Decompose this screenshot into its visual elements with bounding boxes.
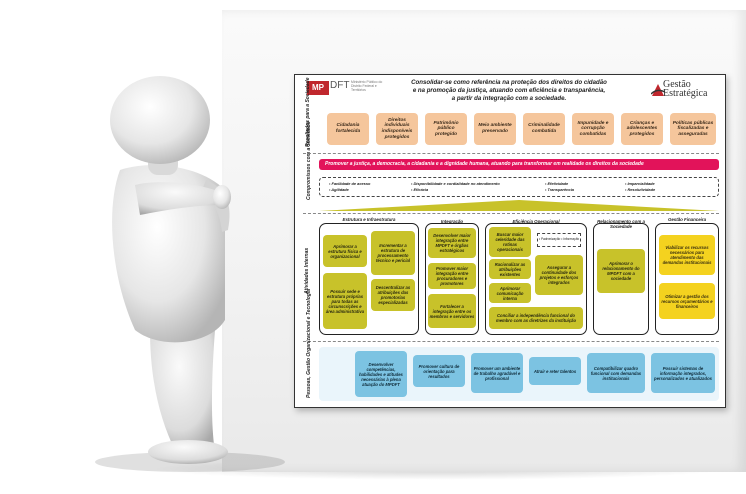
vision-statement: Consolidar-se como referência na proteçã… (393, 79, 625, 104)
objective-box: Aprimorar a estrutura física e organizac… (323, 235, 367, 267)
people-objective-box: Possuir sistemas de informação integrado… (651, 353, 715, 393)
people-objective-box: Compatibilizar quadro funcional com dema… (587, 353, 645, 393)
mpdft-logo-text: DFT (330, 80, 350, 91)
mpdft-logo-mark: MP (307, 81, 329, 95)
objective-box: Incrementar a estrutura de processamento… (371, 231, 415, 275)
figure-illustration (95, 76, 285, 472)
section-divider (303, 341, 719, 342)
mpdft-logo-subtitle: Ministério Público do Distrito Federal e… (351, 80, 383, 93)
group-title: Eficiência Operacional (512, 219, 560, 224)
group-title: Relacionamento com a Sociedade (597, 219, 645, 229)
group-title: Integração (440, 219, 464, 224)
group-title: Gestão Financeira (667, 217, 707, 222)
result-box: Patrimônio público protegido (425, 113, 467, 145)
result-box: Cidadania fortalecida (327, 113, 369, 145)
mission-bar: Promover a justiça, a democracia, a cida… (319, 159, 719, 170)
commitment: • Agilidade (329, 187, 349, 192)
group-title: Estrutura e Infraestrutura (342, 217, 396, 222)
result-box: Políticas públicas fiscalizadas e assegu… (670, 113, 716, 145)
result-box: Meio ambiente preservado (474, 113, 516, 145)
result-box: Direitos individuais indisponíveis prote… (376, 113, 418, 145)
commitment: • Imparcialidade (625, 181, 655, 186)
objective-box: Conciliar a independência funcional do m… (489, 307, 583, 329)
commitment: • Eficácia (411, 187, 429, 192)
commitment: • Resolutividade (625, 187, 656, 192)
objective-box: Buscar maior celeridade das rotinas oper… (489, 227, 531, 257)
logo-ge-line1: Gestão (663, 79, 691, 90)
foundation-triangle (319, 200, 719, 211)
vision-line: a partir da integração com a sociedade. (451, 95, 567, 103)
people-objective-box: Desenvolver competências, habilidades e … (355, 351, 407, 397)
objective-box: Desenvolver maior integração entre MPDFT… (428, 228, 476, 258)
efficiency-note: • Padronização • Informação (537, 233, 581, 247)
strategic-map-poster: MP DFT Ministério Público do Distrito Fe… (294, 74, 726, 408)
objective-box: Fortalecer a integração entre os membros… (428, 294, 476, 328)
result-box: Crianças e adolescentes protegidos (621, 113, 663, 145)
objective-box: Descentralizar as atribuições das promot… (371, 279, 415, 311)
result-box: Impunidade e corrupção combatidas (572, 113, 614, 145)
commitment: • Transparência (545, 187, 574, 192)
commitment: • Facilidade de acesso (329, 181, 371, 186)
objective-box: Assegurar a continuidade dos projetos e … (535, 255, 583, 295)
section-label-compromisso: Compromissos com a Sociedade (306, 121, 312, 200)
people-objective-box: Atrair e reter talentos (529, 357, 581, 385)
result-box: Criminalidade combatida (523, 113, 565, 145)
commitments-box (319, 177, 719, 197)
section-divider (303, 153, 719, 154)
vision-line: Consolidar-se como referência na proteçã… (411, 79, 607, 86)
swoosh-icon (651, 84, 665, 96)
gestao-estrategica-logo: Gestão Estratégica (651, 79, 717, 101)
people-objective-box: Promover um ambiente de trabalho agradáv… (471, 353, 523, 393)
objective-box: Otimizar a gestão dos recursos orçamentá… (659, 283, 715, 319)
objective-box: Aprimorar comunicação interna (489, 283, 531, 303)
objective-box: Aprimorar o relacionamento do MPDFT com … (597, 249, 645, 293)
commitment: • Disponibilidade e cordialidade no aten… (411, 181, 500, 186)
section-divider (303, 213, 719, 214)
logo-ge-line2: Estratégica (663, 88, 708, 99)
section-label-pessoas: Pessoas, Gestão Organizacional e Tecnolo… (306, 288, 312, 398)
objective-box: Promover maior integração entre procurad… (428, 263, 476, 289)
section-label-atividades: Atividades Internas (304, 247, 310, 294)
objective-box: Possuir sede e estrutura próprias para t… (323, 273, 367, 329)
poster-header: MP DFT Ministério Público do Distrito Fe… (295, 75, 725, 109)
objective-box: Racionalizar as atribuições existentes (489, 259, 531, 279)
objective-box: Viabilizar os recursos necessários para … (659, 235, 715, 275)
vision-line: e na promoção da justiça, atuando com ef… (412, 87, 606, 95)
commitment: • Efetividade (545, 181, 569, 186)
people-objective-box: Promover cultura de orientação para resu… (413, 355, 465, 387)
